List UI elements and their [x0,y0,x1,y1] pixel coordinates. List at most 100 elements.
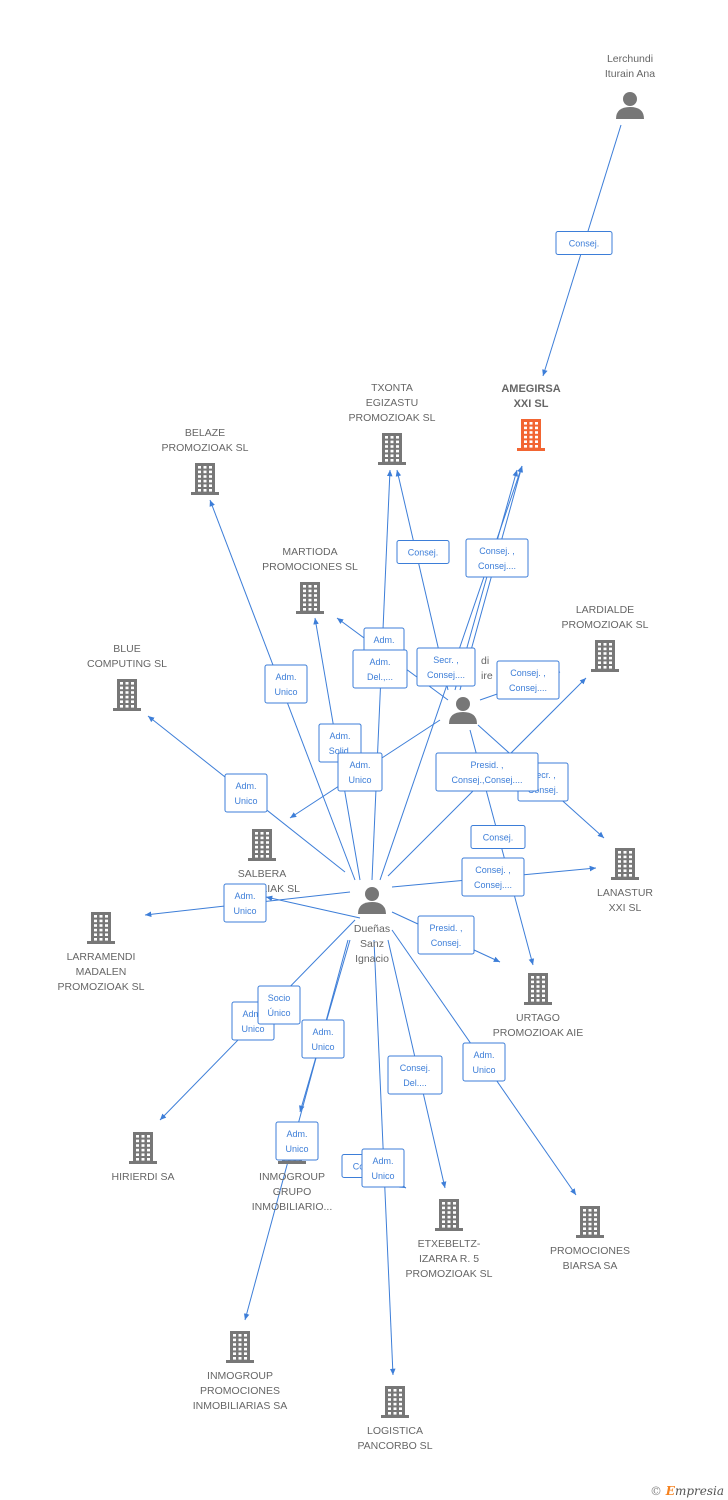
node-label: IZARRA R. 5 [419,1253,479,1265]
node-label: PROMOZIOAK AIE [493,1027,583,1039]
relation-label-text: Consej. [400,1063,431,1073]
company-node-promo_biarsa[interactable]: PROMOCIONES BIARSA SA [550,1206,630,1272]
relation-label[interactable]: Adm.Unico [223,883,267,923]
person-icon [449,697,477,724]
relation-label-text: Secr. , [530,770,556,780]
building-icon [611,848,639,880]
node-label: PROMOCIONES SL [262,561,358,573]
relation-label-box [555,231,613,255]
footer-brand[interactable]: © Empresia [650,1484,724,1498]
relation-label[interactable]: Consej. [470,825,526,849]
edge-duenas-inmogroup_grupo [265,895,361,919]
brand-initial: E [665,1484,675,1498]
relation-label-text: Adm. [242,1009,263,1019]
relation-label[interactable]: Adm.Unico [361,1148,405,1188]
node-label: BELAZE [185,427,225,439]
relation-label[interactable]: Adm. Unico [224,773,268,813]
relation-label-box [387,1055,443,1095]
relation-label-text: Consej.,Consej.... [451,775,522,785]
building-icon [576,1206,604,1238]
person-icon [358,887,386,914]
relation-label-text: Adm. [286,1129,307,1139]
relation-label-text: Adm. [275,672,296,682]
company-node-belaze[interactable]: BELAZE PROMOZIOAK SL [162,427,249,495]
relation-label-text: Consej. , [475,865,511,875]
relation-label[interactable]: Adm.Unico [275,1121,319,1161]
node-label: HIRIERDI SA [111,1171,174,1183]
relation-label-text: Unico [472,1065,495,1075]
relation-label[interactable]: Secr. ,Consej.... [416,647,476,687]
node-label: BLUE [113,643,140,655]
relation-label[interactable]: Adm. Unico [301,1019,345,1059]
relation-label-text: Del.... [403,1078,427,1088]
relation-label-text: Adm. [473,1050,494,1060]
building-icon [248,829,276,861]
relation-label-box [470,825,526,849]
node-label: INMOGROUP [207,1370,273,1382]
relation-label-text: Unico [234,796,257,806]
company-node-martioda[interactable]: MARTIODA PROMOCIONES SL [262,546,358,614]
relation-label-text: Único [267,1008,290,1018]
node-label: PROMOCIONES [550,1245,630,1257]
node-label: MARTIODA [282,546,337,558]
relation-label-text: Consej. [569,239,600,249]
copyright-symbol: © [649,1484,662,1498]
node-label: INMOGROUP [259,1171,325,1183]
relation-label[interactable]: Adm. Unico [462,1042,506,1082]
node-label: EGIZASTU [366,397,419,409]
relation-label-text: Del.,... [367,672,393,682]
relation-label[interactable]: Consej. ,Consej.... [465,538,529,578]
relation-label-box [417,915,475,955]
relation-label-text: Unico [311,1042,334,1052]
relation-label[interactable]: Consej. [396,540,450,564]
node-label: Iturain Ana [605,68,655,80]
relation-label-text: Solid. [329,746,352,756]
node-label: AMEGIRSA [501,383,560,395]
relation-label[interactable]: Consej. ,Consej.... [496,660,560,700]
relation-label[interactable]: Adm.Del.,... [352,649,408,689]
node-label: MADALEN [76,966,127,978]
relation-label[interactable]: Adm.Unico [264,664,308,704]
relation-label[interactable]: Consej. [555,231,613,255]
node-label: LARDIALDE [576,604,634,616]
node-label: PROMOZIOAK SL [162,442,249,454]
node-label: PANCORBO SL [357,1440,432,1452]
relation-label-text: Consej.... [427,670,465,680]
relation-label-text: Adm. [235,781,256,791]
relation-label-text: Consej.... [509,683,547,693]
company-node-hirierdi[interactable]: HIRIERDI SA [111,1132,175,1183]
relation-label-text: Presid. , [470,760,503,770]
relation-label[interactable]: Presid. , Consej.,Consej.... [435,752,539,792]
relation-label-box [264,664,308,704]
node-label: BIARSA SA [563,1260,618,1272]
relation-label[interactable]: Consej. ,Consej.... [461,857,525,897]
node-label: Lerchundi [607,53,653,65]
building-icon [381,1386,409,1418]
relation-label-box [301,1019,345,1059]
relation-label-text: Consej. [528,785,559,795]
relation-label-box [257,985,301,1025]
relation-label[interactable]: Consej. Del.... [387,1055,443,1095]
relation-label-text: Consej. [483,833,514,843]
person-icon [616,92,644,119]
relation-label[interactable]: Adm.Unico [337,752,383,792]
relation-label[interactable]: Presid. ,Consej. [417,915,475,955]
relation-label-text: Adm. [312,1027,333,1037]
building-icon [296,582,324,614]
relation-label-box [416,647,476,687]
